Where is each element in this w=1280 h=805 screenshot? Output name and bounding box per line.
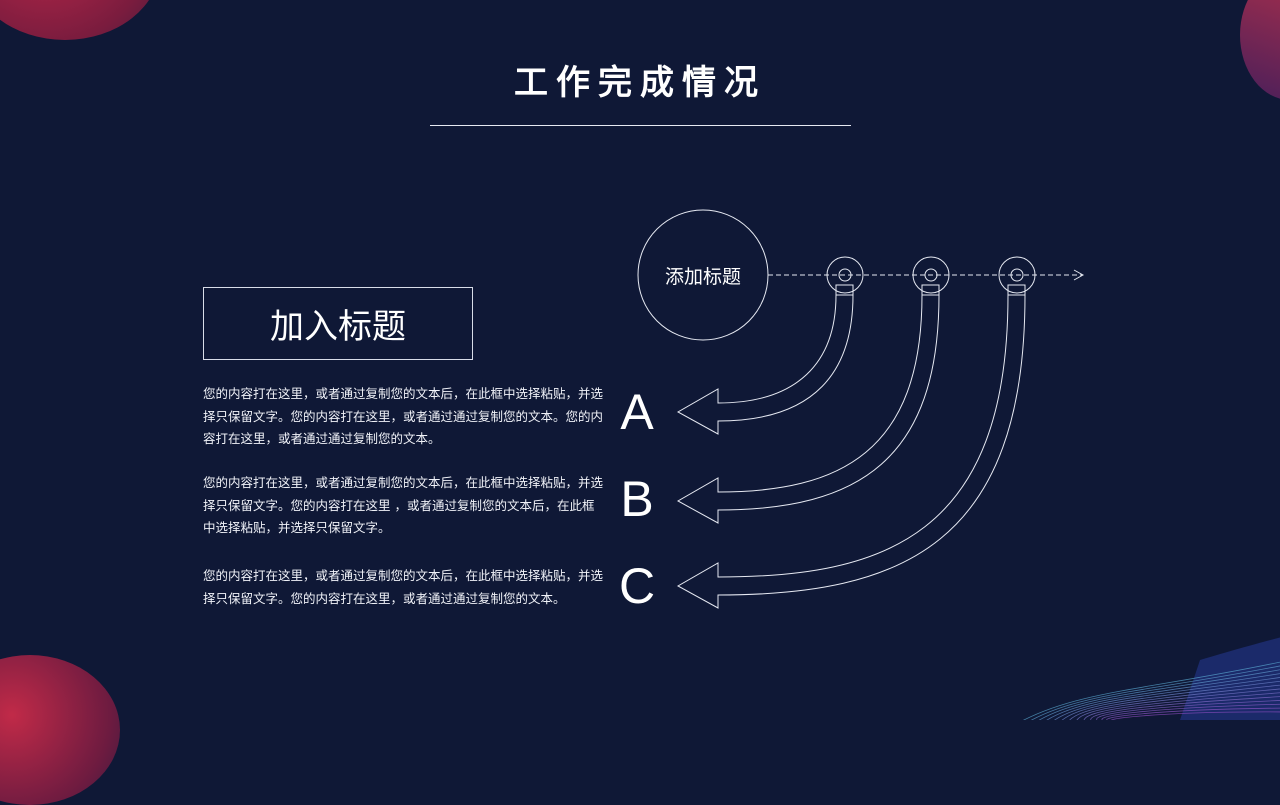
section-title-box: 加入标题 bbox=[203, 287, 473, 360]
wave-line bbox=[1023, 661, 1280, 720]
paragraph-a: 您的内容打在这里，或者通过复制您的文本后，在此框中选择粘贴，并选择只保留文字。您… bbox=[203, 386, 604, 446]
section-title: 加入标题 bbox=[270, 307, 406, 347]
wave-line bbox=[1046, 673, 1280, 720]
node-inner-circle bbox=[924, 268, 938, 282]
wave-line bbox=[1111, 711, 1280, 720]
node-inner-circle bbox=[1010, 268, 1024, 282]
node-outer-circle bbox=[826, 256, 864, 294]
letter-b: B bbox=[620, 471, 654, 527]
wave-line bbox=[1030, 665, 1280, 720]
node-connector bbox=[921, 284, 940, 296]
curved-arrow-c bbox=[676, 294, 1026, 609]
curved-arrow-b bbox=[676, 294, 940, 524]
wave-decoration bbox=[1023, 637, 1280, 720]
wave-line bbox=[1069, 684, 1280, 720]
node-outer-circle bbox=[998, 256, 1036, 294]
node-outer-circle bbox=[912, 256, 950, 294]
wave-line bbox=[1038, 669, 1280, 720]
letter-c: C bbox=[618, 558, 656, 614]
page-title: 工作完成情况 bbox=[514, 63, 766, 103]
diagram bbox=[637, 209, 1280, 720]
curved-arrow-a bbox=[676, 294, 854, 435]
wave-line bbox=[1096, 700, 1280, 720]
paragraph-b: 您的内容打在这里，或者通过复制您的文本后，在此框中选择粘贴，并选择只保留文字。您… bbox=[203, 475, 604, 535]
wave-line bbox=[1090, 696, 1280, 720]
wave-line bbox=[1083, 692, 1280, 720]
wave-line bbox=[1106, 707, 1280, 720]
title-divider bbox=[430, 125, 851, 126]
wave-line bbox=[1054, 677, 1280, 720]
node-connector bbox=[835, 284, 854, 296]
circle-title: 添加标题 bbox=[664, 265, 741, 288]
timeline-arrow-head-icon bbox=[1073, 269, 1085, 281]
node-inner-circle bbox=[838, 268, 852, 282]
wave-line bbox=[1061, 680, 1280, 720]
wave-line bbox=[1076, 688, 1280, 720]
paragraph-c: 您的内容打在这里，或者通过复制您的文本后，在此框中选择粘贴，并选择只保留文字。您… bbox=[203, 568, 604, 606]
node-connector bbox=[1007, 284, 1026, 296]
letter-a: A bbox=[620, 384, 654, 440]
